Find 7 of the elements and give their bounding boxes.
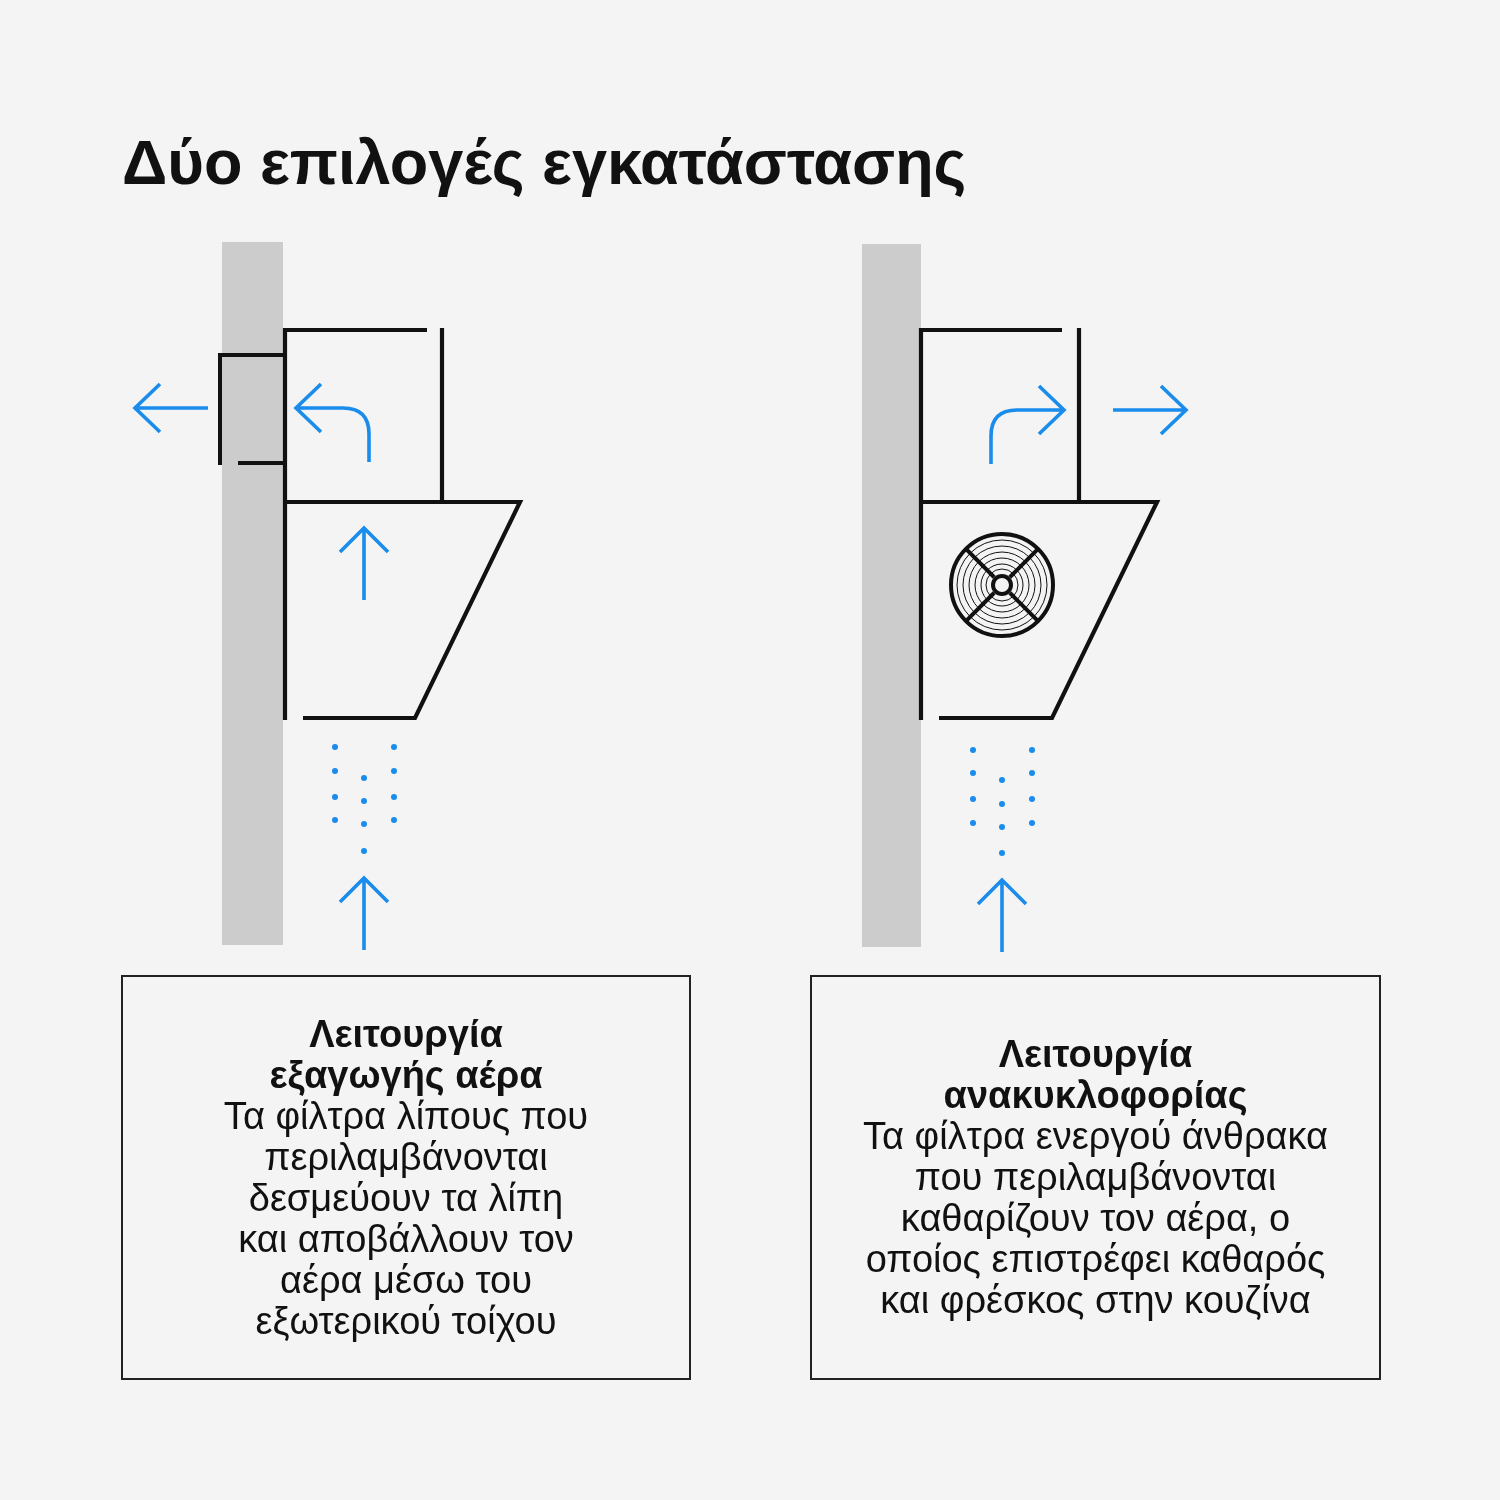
box-description: Τα φίλτρα λίπους που περιλαμβάνονται δεσμεύουν τα λίπη και αποβάλλουν τον αέρα μέσω του εξωτερικού τοίχου (222, 1095, 590, 1342)
box-heading: Λειτουργία ανακυκλοφορίας (942, 1034, 1249, 1116)
box-heading: Λειτουργία εξαγωγής αέρα (268, 1013, 544, 1096)
page-title: Δύο επιλογές εγκατάστασης (122, 126, 967, 199)
box-description: Τα φίλτρα ενεργού άνθρακα που περιλαμβάνονται καθαρίζουν τον αέρα, ο οποίος επιστρέφει καθαρός και φρέσκος στην κουζίνα (862, 1116, 1329, 1321)
description-box (810, 975, 1381, 1380)
description-box (121, 975, 691, 1380)
